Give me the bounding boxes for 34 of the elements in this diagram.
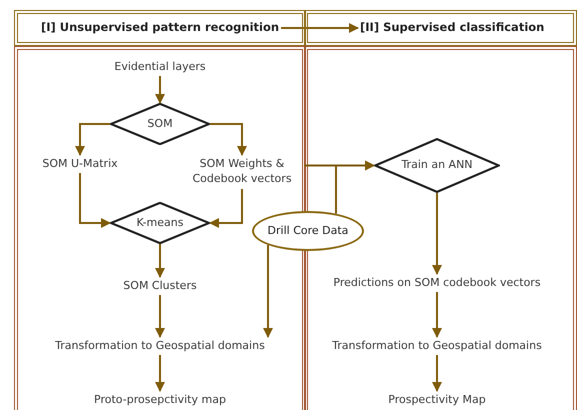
step-label: SOM U-Matrix xyxy=(30,155,130,173)
arrow xyxy=(432,292,442,338)
step-label: Transformation to Geospatial domains xyxy=(325,337,549,355)
step-label: SOM Weights & Codebook vectors xyxy=(180,155,304,189)
node-text: [II] Supervised classification xyxy=(360,20,544,36)
step-label: Evidential layers xyxy=(100,58,220,76)
node-text: SOM xyxy=(147,116,173,132)
step-label: Proto-prosepctivity map xyxy=(80,391,240,409)
step-label: SOM Clusters xyxy=(110,277,210,295)
arrow xyxy=(432,355,442,392)
arrow xyxy=(432,193,442,275)
node-text: [I] Unsupervised pattern recognition xyxy=(40,20,280,36)
step-label: Transformation to Geospatial domains xyxy=(40,337,280,355)
arrow xyxy=(155,244,165,278)
arrow xyxy=(209,189,243,228)
step-label: Predictions on SOM codebook vectors xyxy=(325,274,549,292)
arrow xyxy=(155,76,165,104)
arrow xyxy=(281,23,359,33)
arrow xyxy=(210,123,247,156)
decision-diamond xyxy=(374,138,500,193)
arrow xyxy=(335,160,375,214)
decision-diamond xyxy=(110,103,210,145)
node-text: K-means xyxy=(136,216,184,230)
arrow xyxy=(155,355,165,392)
arrow xyxy=(263,245,273,338)
step-label: Prospectivity Map xyxy=(360,391,514,409)
arrow xyxy=(155,295,165,338)
decision-diamond xyxy=(110,202,210,244)
arrow xyxy=(75,123,110,156)
section-header xyxy=(14,10,306,46)
section-header xyxy=(304,10,577,46)
node-text: Train an ANN xyxy=(401,158,473,173)
arrow xyxy=(79,173,111,228)
node-text: Drill Core Data xyxy=(268,224,348,238)
